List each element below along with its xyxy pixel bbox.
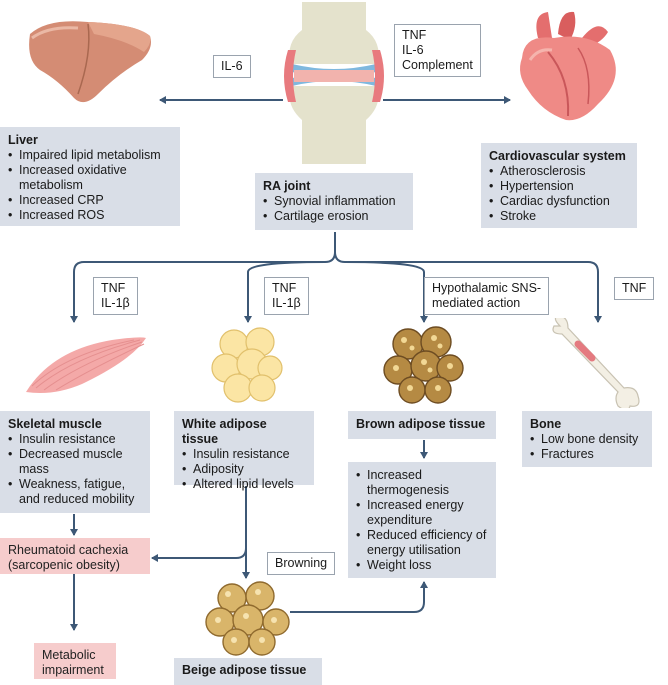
list-item: Altered lipid levels xyxy=(182,477,306,492)
metabolic-impairment-box: Metabolic impairment xyxy=(34,643,116,679)
beige-adipocytes-illustration xyxy=(205,581,290,656)
cachexia-line: (sarcopenic obesity) xyxy=(8,558,120,572)
skeletal-muscle-box: Skeletal muscle Insulin resistance Decre… xyxy=(0,411,150,513)
list-item: Cartilage erosion xyxy=(263,209,405,224)
skeletal-muscle-illustration xyxy=(26,337,146,393)
list-item: Fractures xyxy=(530,447,644,462)
callout-text: IL-1β xyxy=(101,296,130,310)
callout-text: mediated action xyxy=(432,296,521,310)
brown-adipose-box: Brown adipose tissue xyxy=(348,411,496,439)
arrow-beige-to-effects xyxy=(290,581,428,613)
cardio-box: Cardiovascular system Atherosclerosis Hy… xyxy=(481,143,637,228)
cardio-title: Cardiovascular system xyxy=(489,149,626,163)
list-item: Increased thermogenesis xyxy=(356,468,488,498)
callout-text: TNF xyxy=(101,281,126,295)
white-title: White adipose tissue xyxy=(182,417,267,446)
callout-text: Browning xyxy=(275,556,328,570)
ra-joint-box: RA joint Synovial inflammation Cartilage… xyxy=(255,173,413,230)
beige-title: Beige adipose tissue xyxy=(182,663,307,677)
white-adipocytes-illustration xyxy=(211,327,283,403)
skeletal-title: Skeletal muscle xyxy=(8,417,102,431)
callout-text: Complement xyxy=(402,58,473,72)
list-item: Hypertension xyxy=(489,179,629,194)
list-item: Synovial inflammation xyxy=(263,194,405,209)
callout-bone-cytokines: TNF xyxy=(614,277,655,300)
list-item: Impaired lipid metabolism xyxy=(8,148,172,163)
brown-effects-box: Increased thermogenesis Increased energy… xyxy=(348,462,496,578)
beige-adipose-box: Beige adipose tissue xyxy=(174,658,322,685)
callout-text: IL-1β xyxy=(272,296,301,310)
callout-browning: Browning xyxy=(267,552,336,575)
callout-white-fat-cytokines: TNF IL-1β xyxy=(264,277,309,315)
heart-illustration xyxy=(520,11,616,121)
list-item: Weight loss xyxy=(356,558,488,573)
list-item: Reduced efficiency of energy utilisation xyxy=(356,528,488,558)
ra-joint-title: RA joint xyxy=(263,179,311,193)
brown-adipocytes-illustration xyxy=(383,326,464,404)
bone-title: Bone xyxy=(530,417,562,431)
callout-il6: IL-6 xyxy=(213,55,251,78)
arrow-to-brown-fat xyxy=(344,261,428,323)
list-item: Weakness, fatigue, and reduced mobility xyxy=(8,477,142,507)
callout-text: TNF xyxy=(402,28,427,42)
list-item: Increased energy expenditure xyxy=(356,498,488,528)
callout-heart-cytokines: TNF IL-6 Complement xyxy=(394,24,481,77)
callout-sns: Hypothalamic SNS- mediated action xyxy=(424,277,550,315)
callout-text: Hypothalamic SNS- xyxy=(432,281,542,295)
cachexia-line: Rheumatoid cachexia xyxy=(8,543,129,557)
metabolic-line: Metabolic xyxy=(42,648,96,662)
callout-text: TNF xyxy=(272,281,297,295)
knee-joint-illustration xyxy=(284,2,384,164)
metabolic-line: impairment xyxy=(42,663,104,677)
arrow-to-white-fat xyxy=(244,261,326,323)
liver-illustration xyxy=(29,21,151,103)
list-item: Decreased muscle mass xyxy=(8,447,142,477)
callout-text: IL-6 xyxy=(221,59,243,73)
callout-text: IL-6 xyxy=(402,43,424,57)
arrow-white-to-cachexia xyxy=(151,547,247,562)
list-item: Increased CRP xyxy=(8,193,172,208)
list-item: Increased oxidative metabolism xyxy=(8,163,172,193)
list-item: Increased ROS xyxy=(8,208,172,223)
list-item: Stroke xyxy=(489,209,629,224)
bone-box: Bone Low bone density Fractures xyxy=(522,411,652,467)
cachexia-box: Rheumatoid cachexia (sarcopenic obesity) xyxy=(0,538,150,574)
list-item: Low bone density xyxy=(530,432,644,447)
arrow-to-muscle xyxy=(70,251,336,323)
list-item: Insulin resistance xyxy=(8,432,142,447)
callout-muscle-cytokines: TNF IL-1β xyxy=(93,277,138,315)
white-adipose-box: White adipose tissue Insulin resistance … xyxy=(174,411,314,492)
list-item: Adiposity xyxy=(182,462,306,477)
list-item: Atherosclerosis xyxy=(489,164,629,179)
callout-text: TNF xyxy=(622,281,647,295)
list-item: Cardiac dysfunction xyxy=(489,194,629,209)
arrow-to-bone xyxy=(334,251,602,323)
bone-illustration xyxy=(552,318,640,408)
liver-box: Liver Impaired lipid metabolism Increase… xyxy=(0,127,180,226)
list-item: Insulin resistance xyxy=(182,447,306,462)
brown-title: Brown adipose tissue xyxy=(356,417,486,431)
liver-title: Liver xyxy=(8,133,38,147)
